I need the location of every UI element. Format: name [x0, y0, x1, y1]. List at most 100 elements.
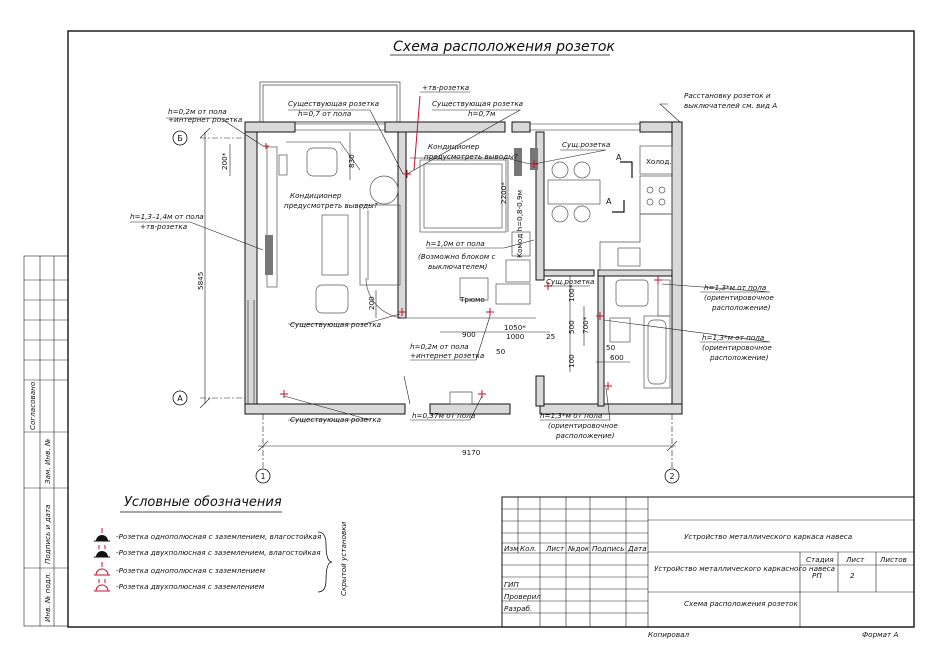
label-l7b: предусмотреть выводы?	[424, 152, 518, 161]
legend-symbol-3	[94, 562, 110, 576]
legend-item-3: -Розетка однополюсная с заземлением	[116, 566, 266, 575]
legend-symbol-4	[94, 579, 110, 592]
label-l4: Существующая розетка	[432, 99, 523, 108]
dim-1050: 1050*	[504, 323, 526, 332]
dim-5845: 5845	[196, 272, 205, 290]
label-l7: Кондиционер	[428, 142, 480, 151]
stamp-format: Формат А	[862, 630, 898, 639]
label-l13b: (ориентировочное	[702, 343, 772, 352]
floor-plan: А А Б А 1 2	[172, 81, 683, 484]
stamp-col-data: Дата	[627, 544, 647, 553]
view-a-lower: А	[606, 197, 612, 206]
stamp-col-kol: Кол.	[520, 544, 536, 553]
label-l12c: расположение)	[711, 303, 771, 312]
label-l2: Существующая розетка	[288, 99, 379, 108]
label-l12b: (ориентировочное	[704, 293, 774, 302]
label-l15: h=0,2м от пола	[410, 342, 469, 351]
axis-a: А	[177, 394, 183, 403]
label-l11: Сущ.розетка	[546, 277, 594, 286]
label-l4b: h=0,7м	[468, 109, 496, 118]
label-l15b: +интернет розетка	[410, 351, 484, 360]
stamp-col-izm: Изм	[504, 544, 519, 553]
dim-900: 900	[462, 330, 476, 339]
stamp-razrab: Разраб.	[504, 604, 532, 613]
side-stamp: Согласовано Зам. Инв. № Подпись и дата И…	[23, 255, 69, 627]
label-l13c: расположение)	[709, 353, 769, 362]
label-l1: h=0,2м от пола	[168, 107, 227, 116]
dim-1000: 1000	[506, 332, 525, 341]
legend-item-2: -Розетка двухполюсная с заземлением, вла…	[116, 548, 321, 557]
label-l18c: расположение)	[555, 431, 615, 440]
plan-labels: h=0,2м от пола +интернет розетка Существ…	[130, 83, 777, 440]
label-l12: h=1,3*м от пола	[704, 283, 766, 292]
stamp-list-value: 2	[850, 571, 855, 580]
stamp-desc: Устройство металлического каркасного нав…	[654, 564, 835, 573]
axis-2: 2	[669, 472, 674, 481]
view-a-upper: А	[616, 153, 622, 162]
label-l18: h=1,3*м от пола	[540, 411, 602, 420]
stamp-proveril: Проверил	[504, 592, 541, 601]
side-podp: Подпись и дата	[43, 504, 52, 564]
dim-9170: 9170	[462, 448, 481, 457]
dim-50b: 50	[606, 343, 616, 352]
label-l10: h=1,0м от пола	[426, 239, 485, 248]
legend-symbol-2	[94, 545, 110, 558]
label-l14: Существующая розетка	[290, 320, 381, 329]
legend-item-1: -Розетка однополюсная с заземлением, вла…	[116, 532, 322, 541]
label-l9: h=1,3–1,4м от пола	[130, 212, 204, 221]
stamp-col-ndok: №док	[567, 544, 590, 553]
axis-b: Б	[177, 134, 183, 143]
label-trumo: Трюмо	[459, 295, 485, 304]
label-l8: Кондиционер	[290, 191, 342, 200]
legend: Условные обозначения -Розетка одн	[94, 495, 348, 596]
dim-700: 700*	[581, 316, 590, 334]
drawing-title: Схема расположения розеток	[393, 39, 615, 55]
legend-hidden: Скрытой установки	[339, 521, 348, 596]
dim-2200: 2200*	[499, 182, 508, 204]
label-l5b: выключателей см. вид А	[684, 101, 777, 110]
stamp-listov: Листов	[879, 555, 907, 564]
legend-title: Условные обозначения	[124, 495, 282, 510]
dimensions: 830 200* 2200* 5845 200 900 1050* 1000 2…	[196, 152, 624, 457]
label-l9b: +тв-розетка	[140, 222, 187, 231]
label-l2b: h=0,7 от пола	[298, 109, 351, 118]
label-l10b: (Возможно блоком с	[418, 252, 495, 261]
stamp-stadia: Стадия	[806, 555, 834, 564]
axis-1: 1	[260, 472, 265, 481]
label-l5: Расстановку розеток и	[684, 91, 771, 100]
stamp-kopir: Копировал	[648, 630, 689, 639]
stamp-stadia-value: РП	[812, 571, 822, 580]
label-l10c: выключателем)	[428, 262, 488, 271]
label-l13: h=1,3*м от пола	[702, 333, 764, 342]
dim-600: 600	[610, 353, 624, 362]
label-holod: Холод.	[646, 157, 672, 166]
stamp-sheet: Схема расположения розеток	[684, 599, 798, 608]
label-l3: +тв-розетка	[422, 83, 469, 92]
stamp-project: Устройство металлического каркаса навеса	[684, 532, 852, 541]
label-l17: h=0,37м от пола	[412, 411, 475, 420]
label-l16: Существующая розетка	[290, 415, 381, 424]
dim-830: 830	[347, 154, 356, 168]
label-l1b: +интернет розетка	[168, 115, 242, 124]
stamp-col-list: Лист	[545, 544, 565, 553]
legend-symbol-1	[94, 528, 110, 542]
stamp-col-podpis: Подпись	[592, 544, 624, 553]
label-l6: Сущ.розетка	[562, 140, 610, 149]
dim-200a: 200*	[220, 152, 229, 170]
label-l8b: предусмотреть выводы?	[284, 201, 378, 210]
dim-50a: 50	[496, 347, 506, 356]
stamp-gip: ГИП	[504, 580, 519, 589]
label-l18b: (ориентировочное	[548, 421, 618, 430]
side-inv: Инв. № подл.	[43, 572, 52, 622]
side-zam: Зам. Инв. №	[43, 439, 52, 484]
stamp-list: Лист	[845, 555, 865, 564]
dim-100b: 100	[567, 354, 576, 368]
dim-200b: 200	[367, 296, 376, 310]
dim-25: 25	[546, 332, 555, 341]
legend-item-4: -Розетка двухполюсная с заземлением	[116, 582, 265, 591]
leader-lines	[130, 91, 771, 421]
dim-500: 500	[567, 320, 576, 334]
title-block: Изм Кол. Лист №док Подпись Дата ГИП Пров…	[501, 496, 915, 628]
side-soglas: Согласовано	[28, 381, 37, 430]
